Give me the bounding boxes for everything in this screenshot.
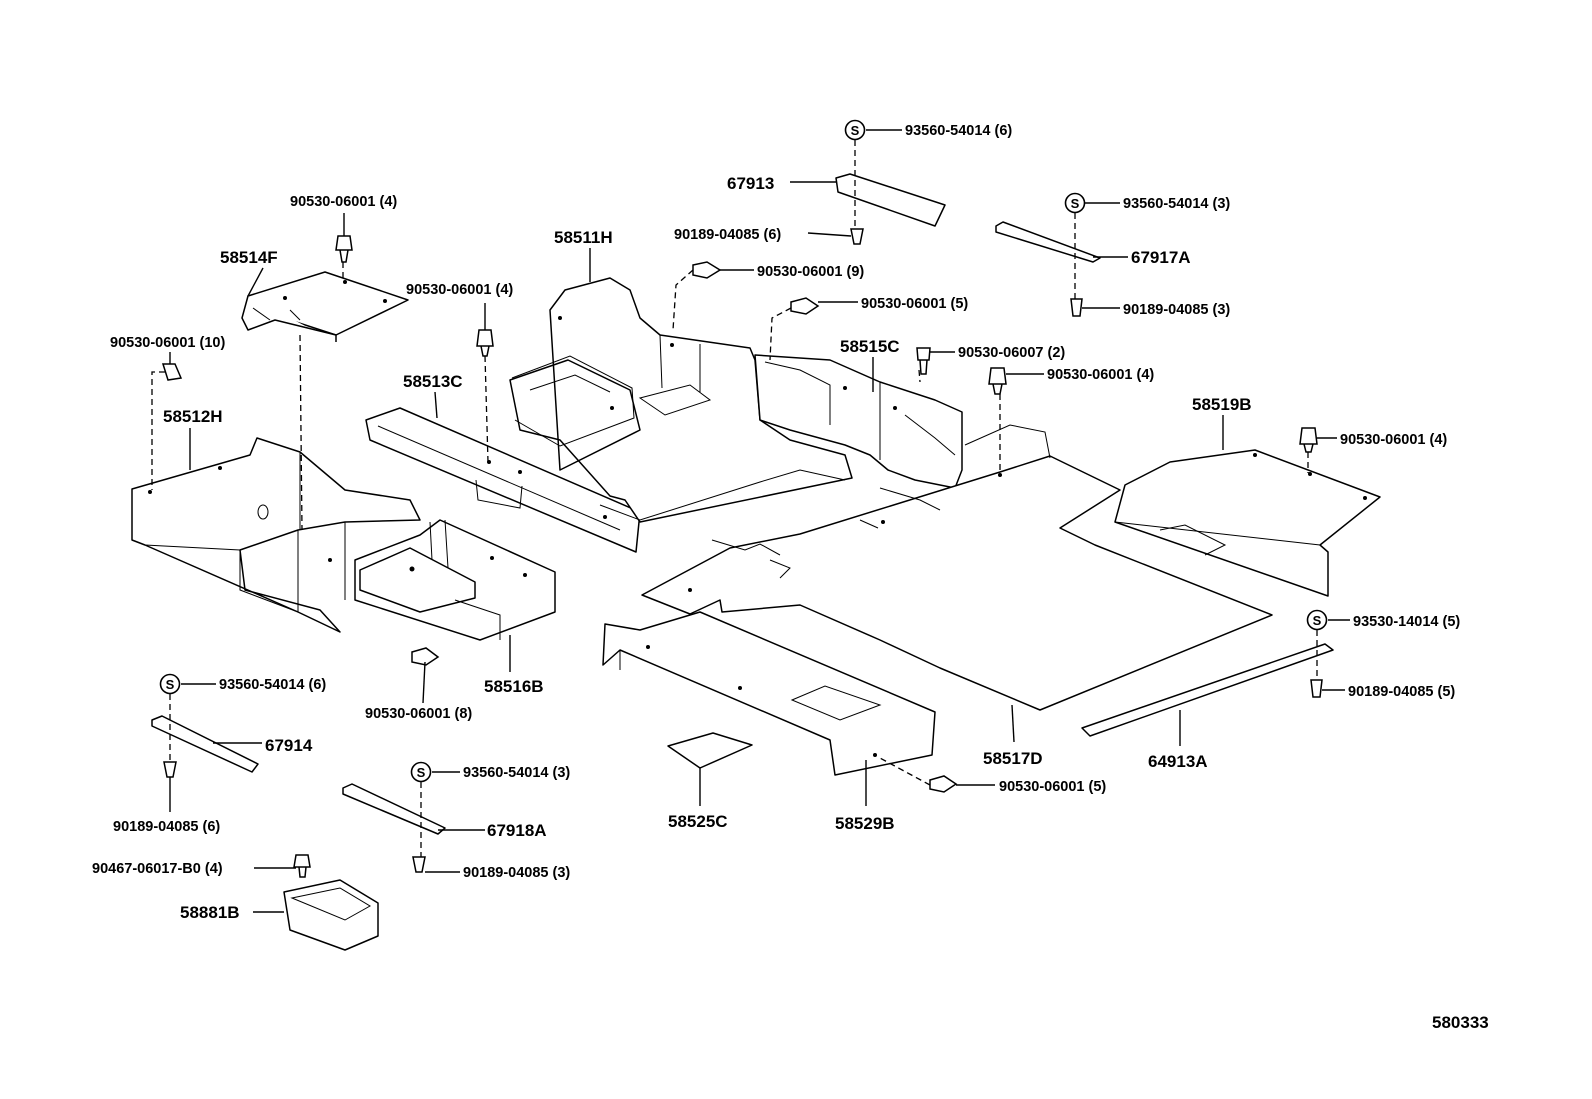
label-fastener-5: 90530-06001 (5) <box>861 296 968 312</box>
s-badge-5: S <box>410 761 432 783</box>
label-fastener-14: 90189-04085 (5) <box>1348 684 1455 700</box>
part-58513c-rail <box>365 407 641 553</box>
part-67914-bracket <box>151 715 259 773</box>
label-64913a: 64913A <box>1148 752 1208 771</box>
label-58525c: 58525C <box>668 812 728 831</box>
svg-text:S: S <box>417 765 426 780</box>
svg-text:S: S <box>1313 613 1322 628</box>
label-fastener-17: 90189-04085 (6) <box>113 819 220 835</box>
part-58881b-tray <box>283 879 379 951</box>
part-58517d-floor-sheet <box>641 424 1273 711</box>
label-fastener-16: 90530-06001 (8) <box>365 706 472 722</box>
label-58881b: 58881B <box>180 903 240 922</box>
part-58515c-wall <box>754 354 963 489</box>
svg-text:S: S <box>1071 196 1080 211</box>
label-fastener-2: 90189-04085 (6) <box>674 227 781 243</box>
label-fastener-18: 93560-54014 (3) <box>463 765 570 781</box>
label-67914: 67914 <box>265 736 313 755</box>
label-fastener-21: 90467-06017-B0 (4) <box>92 861 223 877</box>
part-58519b-cover <box>1114 449 1381 597</box>
label-58512h: 58512H <box>163 407 223 426</box>
s-badge-3: S <box>1306 609 1328 631</box>
s-badge-4: S <box>159 673 181 695</box>
svg-text:S: S <box>851 123 860 138</box>
label-fastener-20: 90189-04085 (3) <box>463 865 570 881</box>
part-67918a-bracket <box>342 783 446 835</box>
label-67917a: 67917A <box>1131 248 1191 267</box>
label-58529b: 58529B <box>835 814 895 833</box>
label-58515c: 58515C <box>840 337 900 356</box>
part-58529b-cover <box>602 611 936 776</box>
part-67913-bracket <box>835 173 946 227</box>
label-fastener-7: 90530-06007 (2) <box>958 345 1065 361</box>
label-fastener-1: 93560-54014 (6) <box>905 123 1012 139</box>
label-fastener-12: 90530-06001 (4) <box>1340 432 1447 448</box>
label-fastener-11: 90530-06001 (10) <box>110 335 225 351</box>
label-fastener-8: 90530-06001 (4) <box>1047 367 1154 383</box>
label-58513c: 58513C <box>403 372 463 391</box>
label-fastener-9: 90530-06001 (4) <box>290 194 397 210</box>
label-fastener-10: 90530-06001 (4) <box>406 282 513 298</box>
leader-lines <box>151 129 1350 913</box>
s-badge-2: S <box>1064 192 1086 214</box>
part-58516b-box <box>354 519 556 641</box>
label-fastener-6: 90189-04085 (3) <box>1123 302 1230 318</box>
part-labels: 58511H 58514F 58513C 58512H 58515C 58519… <box>163 174 1252 922</box>
s-badge-1: S <box>844 119 866 141</box>
label-fastener-15: 93560-54014 (6) <box>219 677 326 693</box>
part-64913a-strip <box>1081 643 1334 737</box>
fastener-glyphs: S S S S S <box>159 119 1328 878</box>
label-58519b: 58519B <box>1192 395 1252 414</box>
label-fastener-4: 93560-54014 (3) <box>1123 196 1230 212</box>
svg-text:S: S <box>166 677 175 692</box>
label-fastener-19: 90530-06001 (5) <box>999 779 1106 795</box>
label-67918a: 67918A <box>487 821 547 840</box>
label-58516b: 58516B <box>484 677 544 696</box>
label-58514f: 58514F <box>220 248 278 267</box>
diagram-id: 580333 <box>1432 1013 1489 1032</box>
label-67913: 67913 <box>727 174 774 193</box>
label-58517d: 58517D <box>983 749 1043 768</box>
fastener-labels: 93560-54014 (6) 90189-04085 (6) 90530-06… <box>92 123 1460 881</box>
label-fastener-3: 90530-06001 (9) <box>757 264 864 280</box>
label-58511h: 58511H <box>554 228 613 247</box>
part-58525c-pad <box>667 732 753 769</box>
label-fastener-13: 93530-14014 (5) <box>1353 614 1460 630</box>
part-58511h-floor <box>509 277 853 523</box>
part-67917a-bracket <box>995 221 1101 263</box>
part-58514f-cover <box>241 271 409 342</box>
part-58512h-panel <box>131 437 421 633</box>
